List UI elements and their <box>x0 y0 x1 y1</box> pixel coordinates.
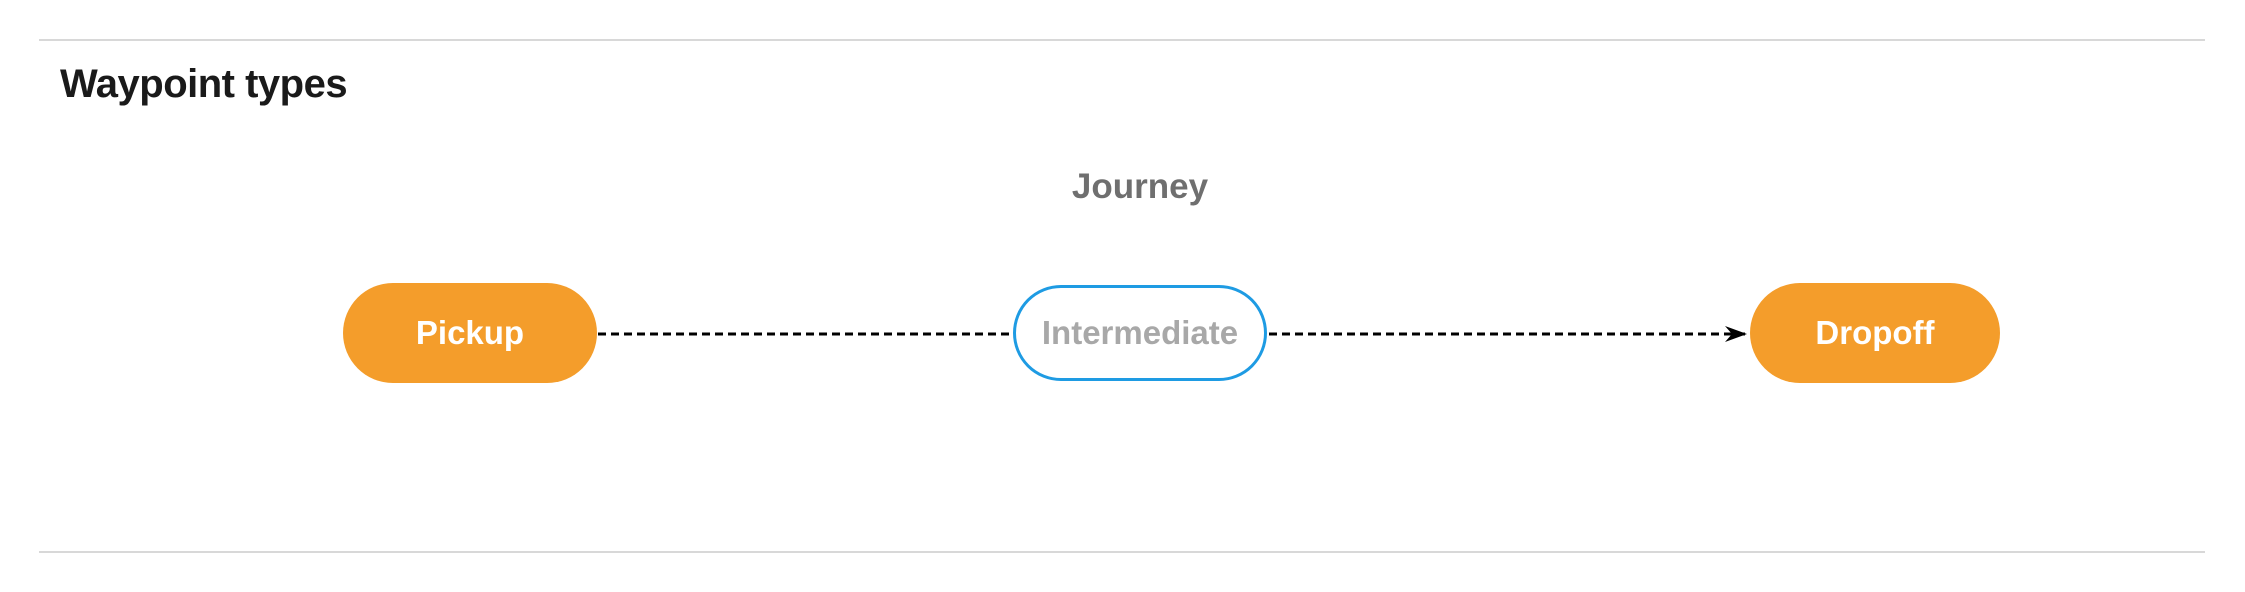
node-intermediate: Intermediate <box>1013 285 1267 381</box>
section-title: Waypoint types <box>60 62 348 106</box>
node-pickup-label: Pickup <box>415 314 525 351</box>
node-dropoff-label: Dropoff <box>1815 314 1935 351</box>
node-intermediate-label: Intermediate <box>1041 314 1239 351</box>
top-divider <box>39 39 2205 41</box>
journey-label: Journey <box>1071 167 1209 206</box>
node-dropoff: Dropoff <box>1750 283 2000 383</box>
node-pickup: Pickup <box>343 283 597 383</box>
bottom-divider <box>39 551 2205 553</box>
